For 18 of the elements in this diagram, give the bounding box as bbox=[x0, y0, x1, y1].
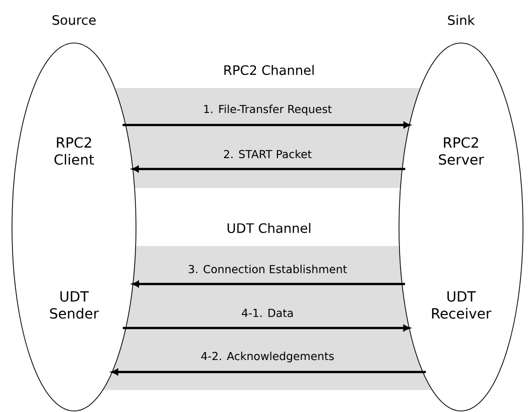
component-label: RPC2 Client bbox=[54, 137, 94, 165]
edge-label: 4-2. Acknowledgements bbox=[201, 352, 334, 362]
endpoint-heading: Source bbox=[52, 15, 96, 25]
arrow bbox=[132, 166, 406, 172]
endpoint-heading: Sink bbox=[448, 14, 475, 26]
channel-heading: RPC2 Channel bbox=[224, 64, 314, 76]
arrow bbox=[132, 280, 405, 288]
edge-label: 1. File-Transfer Request bbox=[204, 104, 332, 116]
component-label: UDT Sender bbox=[50, 291, 99, 319]
arrow bbox=[122, 122, 410, 128]
channel-heading: UDT Channel bbox=[228, 222, 310, 234]
component-label: RPC2 Server bbox=[438, 137, 484, 165]
arrow bbox=[111, 368, 426, 376]
arrow bbox=[122, 324, 410, 332]
edge-label: 4-1. Data bbox=[242, 308, 293, 318]
edge-label: 2. START Packet bbox=[224, 150, 312, 158]
edge-label: 3. Connection Establishment bbox=[188, 264, 347, 274]
component-label: UDT Receiver bbox=[432, 291, 492, 319]
